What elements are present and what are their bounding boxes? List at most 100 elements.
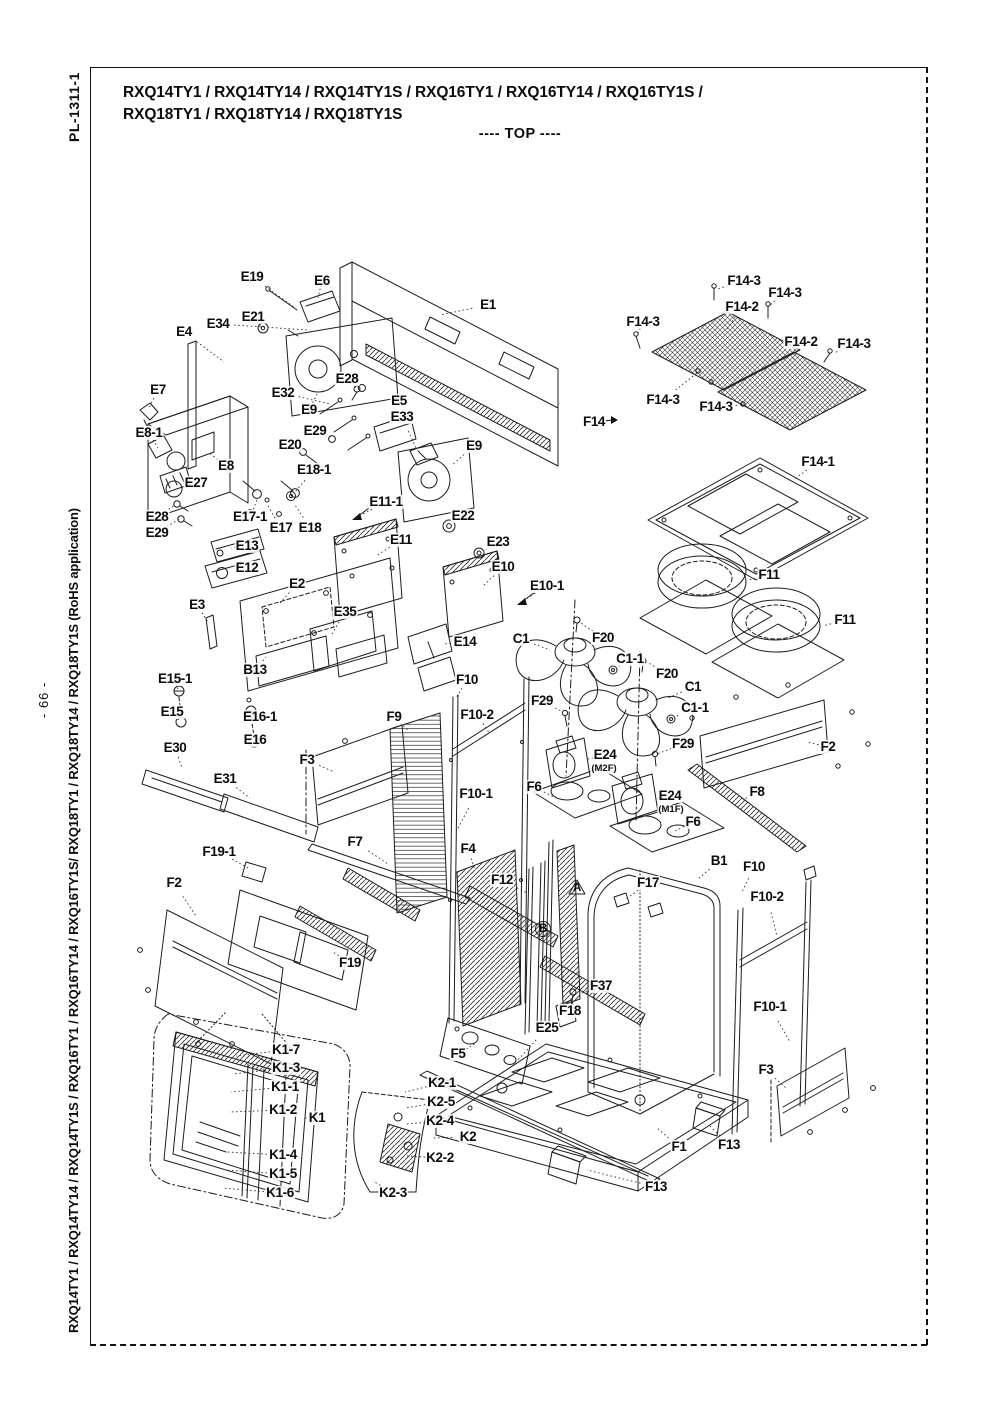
- part-label-e8-1: E8-1: [134, 424, 164, 441]
- part-label-e33: E33: [389, 408, 415, 425]
- part-label-k1-6: K1-6: [265, 1184, 295, 1201]
- part-label-f20: F20: [590, 629, 616, 646]
- part-strip-e31: [220, 794, 318, 842]
- part-label-e10: E10: [490, 558, 516, 575]
- part-label-f10-1: F10-1: [458, 785, 494, 802]
- part-label-k2-5: K2-5: [426, 1093, 456, 1110]
- part-label-f14-3: F14-3: [767, 284, 803, 301]
- frame-border-bottom: [90, 1344, 927, 1346]
- part-label-f12: F12: [489, 871, 515, 888]
- part-label-e21: E21: [240, 308, 266, 325]
- model-title-line1: RXQ14TY1 / RXQ14TY14 / RXQ14TY1S / RXQ16…: [123, 84, 703, 101]
- part-label-e11-1: E11-1: [368, 493, 404, 510]
- part-label-f14-3: F14-3: [726, 272, 762, 289]
- part-label-e2: E2: [288, 575, 306, 592]
- part-label-f9: F9: [385, 708, 403, 725]
- part-screw-e29a: [329, 436, 336, 443]
- part-label-c1: C1: [683, 678, 703, 695]
- part-label-f8: F8: [748, 783, 766, 800]
- part-label-c1-1: C1-1: [680, 699, 710, 716]
- part-label-f29: F29: [529, 692, 555, 709]
- part-label-e3: E3: [188, 596, 206, 613]
- part-bracket-e33: [410, 443, 438, 465]
- part-screws-f14-3: [634, 284, 832, 406]
- part-shroud-f11a: [640, 544, 772, 654]
- part-label-e27: E27: [183, 474, 209, 491]
- part-pin-e34: [288, 330, 298, 336]
- part-label-e16: E16: [242, 731, 268, 748]
- model-title-line2: RXQ18TY1 / RXQ18TY14 / RXQ18TY1S: [123, 106, 403, 123]
- part-label-f14-1: F14-1: [800, 453, 836, 470]
- part-strip-e30: [142, 770, 228, 812]
- part-label-e9: E9: [465, 437, 483, 454]
- part-label-f2: F2: [819, 738, 837, 755]
- part-label-f5: F5: [449, 1045, 467, 1062]
- part-label-k1-4: K1-4: [268, 1146, 298, 1163]
- part-label-f19: F19: [337, 954, 363, 971]
- part-label-k1-3: K1-3: [271, 1059, 301, 1076]
- part-label-k2-1: K2-1: [427, 1074, 457, 1091]
- part-label-e4: E4: [175, 323, 193, 340]
- part-clip-f18: [556, 1000, 576, 1027]
- frame-border-left: [90, 67, 91, 1345]
- part-label-e8: E8: [217, 457, 235, 474]
- part-label-e30: E30: [162, 739, 188, 756]
- part-label-e34: E34: [205, 315, 231, 332]
- part-clips-f17: [614, 893, 663, 917]
- part-label-k1-2: K1-2: [268, 1101, 298, 1118]
- part-bracket-e6: [300, 291, 340, 322]
- part-label-m2f: (M2F): [590, 763, 618, 775]
- part-label-c1: C1: [511, 630, 531, 647]
- part-label-f6: F6: [684, 813, 702, 830]
- part-label-f10: F10: [741, 858, 767, 875]
- part-label-f4: F4: [459, 840, 477, 857]
- model-title: RXQ14TY1 / RXQ14TY14 / RXQ14TY1S / RXQ16…: [123, 82, 703, 126]
- part-fan-motor-e9b: [398, 438, 474, 522]
- part-label-e15: E15: [159, 703, 185, 720]
- part-label-e1: E1: [479, 296, 497, 313]
- part-label-e7: E7: [149, 381, 167, 398]
- part-label-m1f: (M1F): [657, 804, 685, 816]
- part-label-f7: F7: [346, 833, 364, 850]
- part-label-b: B: [539, 922, 547, 935]
- part-label-f20: F20: [654, 665, 680, 682]
- part-label-e12: E12: [234, 559, 260, 576]
- part-casing-b1: [588, 868, 720, 1114]
- part-bracket-f6a: [533, 768, 642, 818]
- part-label-e17: E17: [268, 519, 294, 536]
- part-label-f14-3: F14-3: [836, 335, 872, 352]
- part-label-f10: F10: [454, 671, 480, 688]
- part-label-k1-7: K1-7: [271, 1041, 301, 1058]
- part-label-e15-1: E15-1: [156, 670, 194, 687]
- part-label-e18: E18: [297, 519, 323, 536]
- part-label-e20: E20: [277, 436, 303, 453]
- part-label-e32: E32: [270, 384, 296, 401]
- part-label-f13: F13: [643, 1178, 669, 1195]
- part-frame-f10-right: [732, 866, 816, 1134]
- part-label-k1-1: K1-1: [270, 1078, 300, 1095]
- part-grille-f14-2b: [718, 352, 866, 430]
- part-label-f37: F37: [588, 977, 614, 994]
- part-pcb-e11: [334, 519, 402, 616]
- part-label-a: A: [573, 881, 581, 894]
- part-label-f10-2: F10-2: [459, 706, 495, 723]
- part-label-e22: E22: [450, 507, 476, 524]
- part-screws-e32: [320, 398, 370, 450]
- part-label-e17-1: E17-1: [231, 508, 269, 525]
- part-rail-f7: [308, 844, 470, 904]
- part-label-b13: B13: [242, 661, 268, 678]
- part-label-f1: F1: [670, 1138, 688, 1155]
- part-label-f3: F3: [757, 1061, 775, 1078]
- part-label-f3: F3: [298, 751, 316, 768]
- part-grommet-e22: [443, 520, 455, 532]
- part-label-f10-2: F10-2: [749, 888, 785, 905]
- assembly-axis-lines: [566, 600, 640, 820]
- part-base-pan-f1: [436, 1044, 748, 1191]
- part-label-e5: E5: [390, 392, 408, 409]
- part-label-e16-1: E16-1: [241, 708, 279, 725]
- part-label-e28: E28: [334, 370, 360, 387]
- part-label-f17: F17: [635, 874, 661, 891]
- part-label-f14-3: F14-3: [645, 391, 681, 408]
